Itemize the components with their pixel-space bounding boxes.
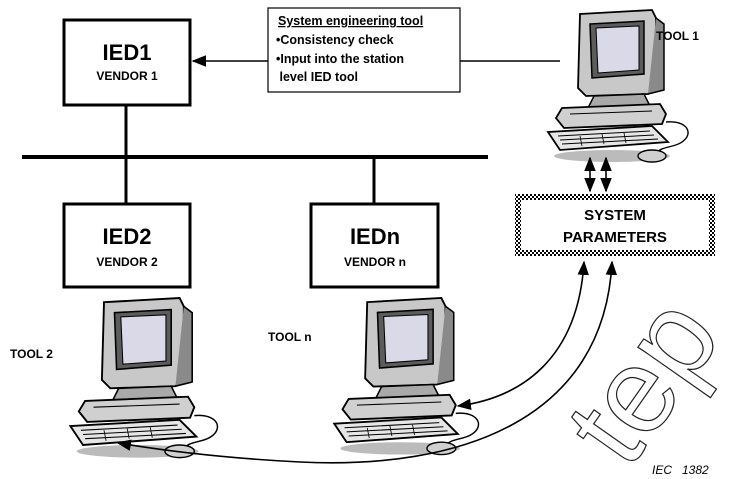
watermark: tep bbox=[540, 273, 742, 479]
figure-code: IEC 1382 bbox=[652, 463, 709, 477]
ied2-box: IED2 VENDOR 2 bbox=[62, 202, 192, 289]
note-item: •Input into the station bbox=[276, 52, 404, 66]
tool2-label: TOOL 2 bbox=[10, 347, 53, 361]
tool2-computer-icon bbox=[69, 297, 219, 459]
note-item: •Consistency check bbox=[276, 33, 394, 47]
ied2-label: IED2 bbox=[103, 224, 152, 249]
sysparam-tool2-arrow bbox=[116, 260, 618, 464]
iedn-label: IEDn bbox=[350, 224, 400, 249]
tooln-label: TOOL n bbox=[268, 330, 312, 344]
tool1-label: TOOL 1 bbox=[656, 29, 699, 43]
ied1-box: IED1 VENDOR 1 bbox=[62, 18, 192, 107]
system-parameters-line2: PARAMETERS bbox=[563, 229, 667, 246]
ied1-label: IED1 bbox=[103, 40, 152, 65]
note-item: level IED tool bbox=[276, 70, 358, 84]
system-parameters-box: SYSTEM PARAMETERS bbox=[515, 194, 715, 256]
iedn-vendor: VENDOR n bbox=[344, 255, 406, 269]
system-parameters-line1: SYSTEM bbox=[584, 207, 646, 224]
tooln-computer-icon bbox=[333, 297, 480, 456]
iedn-box: IEDn VENDOR n bbox=[309, 202, 440, 289]
ied2-vendor: VENDOR 2 bbox=[96, 255, 158, 269]
ied1-vendor: VENDOR 1 bbox=[96, 69, 158, 83]
note-title: System engineering tool bbox=[278, 14, 423, 28]
engineering-tool-note: System engineering tool •Consistency che… bbox=[267, 7, 461, 93]
